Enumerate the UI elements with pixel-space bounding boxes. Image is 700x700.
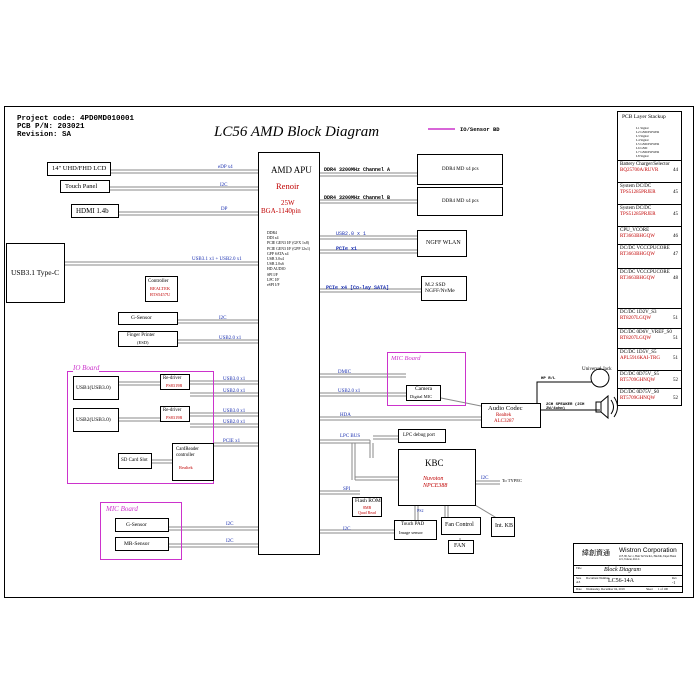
hdmi-bus-label: DP — [221, 207, 228, 212]
document-number: LC56-14A — [608, 578, 634, 584]
typec-block: USB3.1 Type-C — [6, 243, 65, 303]
mic-board-right-group — [387, 352, 466, 406]
pd-controller-block: Controller REALTEK RTS5457U — [145, 276, 178, 302]
usb20-bus-1: USB2.0 x1 — [223, 389, 246, 394]
company-name: Wistron Corporation — [619, 547, 677, 554]
redriver-1-block: Re-driver PS8319B — [160, 374, 190, 390]
apu-name: Renoir — [276, 181, 300, 191]
dmic-bus-label: DMIC — [338, 370, 352, 375]
camera-block: Camera Digital MIC — [406, 385, 441, 401]
gsensor-block: G-Sensor — [118, 312, 178, 325]
camera-bus-label: USB2.0 x1 — [338, 389, 361, 394]
io-board-group — [67, 371, 214, 484]
redriver-2-block: Re-driver PS8319B — [160, 406, 190, 422]
lcd-block: 14" UHD/FHD LCD — [47, 162, 111, 176]
fan-block: FAN — [448, 540, 474, 554]
flash-rom-block: Flash ROM 8MB Quad Read — [352, 497, 382, 517]
usb30-bus-1: USB3.0 x1 — [223, 377, 246, 382]
pcb-pn: PCB P/N: 203021 — [17, 123, 85, 131]
mic-board-left-label: MIC Board — [106, 505, 138, 513]
kbc-block: KBC Nuvoton NPCE388 — [398, 449, 476, 506]
stackup-title: PCB Layer Stackup — [622, 114, 666, 120]
apu-power: 25W — [281, 199, 295, 207]
speaker-label: 2CH SPEAKER (2CH 2W/4ohm) — [546, 403, 585, 411]
ps2-label: PS2 — [417, 508, 424, 513]
mic-gsensor-bus: I2C — [226, 522, 234, 527]
hdmi-block: HDMI 1.4b — [71, 204, 119, 218]
apu-package: BGA-1140pin — [261, 207, 301, 215]
wlan-bus-usb: USB2.0 x 1 — [336, 231, 367, 237]
mic-gsensor-block: G-Sensor — [115, 518, 169, 532]
hp-label: HP R/L — [541, 377, 556, 381]
dimm-b-block: DDR4 MD x4 pcs — [417, 187, 503, 216]
fan-control-block: Fan Control — [441, 517, 481, 535]
lpc-debug-block: LPC debug port — [398, 429, 446, 443]
usb20-bus-2: USB2.0 x1 — [223, 420, 246, 425]
company-cn: 緯創資通 — [582, 549, 610, 557]
mr-sensor-block: MR-Sensor — [115, 537, 169, 551]
ddr-channel-a: DDR4 3200MHz Channel A — [324, 167, 391, 173]
wlan-bus-pcie: PCIe x1 — [336, 246, 358, 252]
apu-title: AMD APU — [271, 165, 312, 175]
usb2-block: USB2(USB3.0) — [73, 408, 119, 432]
diagram-frame — [4, 106, 694, 598]
to-typec-label: To TYPEC — [502, 478, 522, 483]
universal-jack-label: Universal Jack — [582, 367, 612, 372]
dimm-a-block: DDR4 MD x4 pcs — [417, 154, 503, 185]
pcie-bus-label: PCIE x1 — [223, 439, 241, 444]
io-board-label: IO Board — [73, 364, 100, 372]
touchpad-block: Touch PAD Image sensor — [394, 520, 437, 540]
cardreader-block: CardReader controller Realtek — [172, 443, 214, 481]
page-title: LC56 AMD Block Diagram — [214, 124, 380, 140]
fingerprint-block: Finger Printer (ESD) — [118, 331, 178, 347]
touch-panel-block: Touch Panel — [60, 180, 110, 193]
touch-bus-label: I2C — [220, 183, 228, 188]
title-block: 緯創資通 Wistron Corporation 21F, 88, Sec.1,… — [573, 543, 683, 593]
audio-codec-block: Audio Codec Realtek ALC3287 — [481, 403, 541, 428]
usb30-bus-2: USB3.0 x1 — [223, 409, 246, 414]
int-kb-block: Int. KB — [491, 517, 515, 537]
mr-sensor-bus: I2C — [226, 539, 234, 544]
lcd-bus-label: eDP x4 — [218, 165, 233, 170]
ddr-channel-b: DDR4 3200MHz Channel B — [324, 195, 391, 201]
mic-board-right-label: MIC Board — [391, 355, 421, 362]
finger-bus-label: USB2.0 x1 — [219, 336, 242, 341]
company-address: 21F, 88, Sec.1, Hsin Tai Wu Rd., Hsichih… — [619, 555, 677, 561]
hda-bus-label: HDA — [340, 413, 351, 418]
sd-slot-block: SD Card Slot — [118, 453, 152, 469]
drawing-title: Block Diagram — [604, 567, 641, 573]
wlan-block: NGFF WLAN — [417, 230, 467, 257]
gsensor-bus-label: I2C — [219, 316, 227, 321]
typec-i2c-label: I2C — [481, 476, 489, 481]
spi-bus-label: SPI — [343, 487, 351, 492]
typec-bus-label: USB3.1 x1 + USB2.0 x1 — [192, 257, 242, 262]
revision: Revision: SA — [17, 131, 72, 139]
ssd-block: M.2 SSD NGFF/NvMe — [421, 276, 467, 301]
touchpad-bus-label: I2C — [343, 527, 351, 532]
mic-board-left-group — [100, 502, 182, 560]
lpc-bus-label: LPC BUS — [340, 434, 361, 439]
ssd-bus-label: PCIe x4 [Co-lay SATA] — [326, 285, 390, 291]
usb1-block: USB1(USB3.0) — [73, 376, 119, 400]
legend-label: IO/Sensor BD — [460, 126, 500, 133]
project-code: Project code: 4PD0MD010001 — [17, 115, 135, 123]
